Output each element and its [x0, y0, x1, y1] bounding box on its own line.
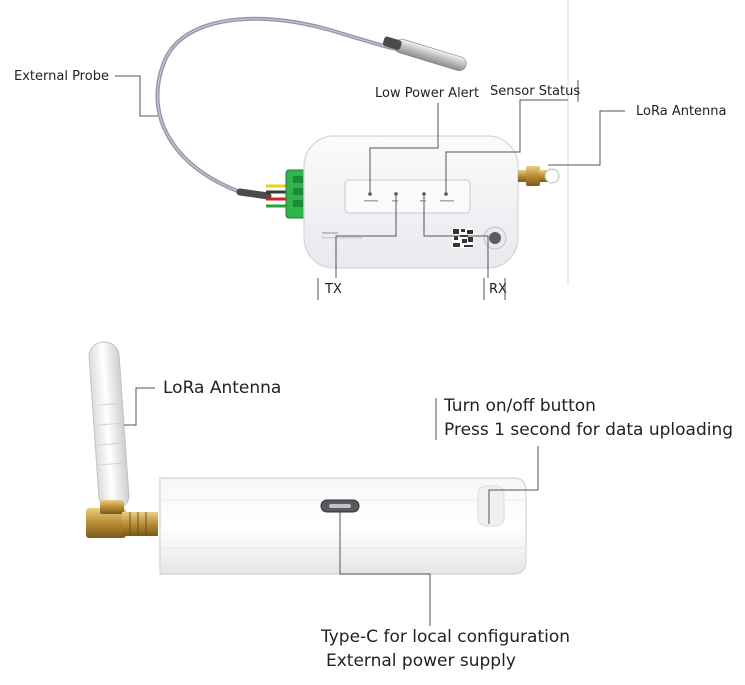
rx-label: RX [489, 282, 507, 297]
lora-antenna-bottom-label: LoRa Antenna [163, 378, 282, 398]
typec-label-line2: External power supply [326, 651, 516, 671]
temperature-probe [382, 36, 467, 71]
antenna-connector-top [518, 166, 560, 186]
led-panel [344, 179, 471, 214]
button-label-line1: Turn on/off button [444, 396, 596, 416]
tx-label: TX [325, 282, 342, 297]
rx-led [422, 192, 426, 196]
typec-label-line1: Type-C for local configuration [321, 627, 571, 647]
sensor-status-label: Sensor Status [490, 84, 581, 99]
side-button [477, 485, 505, 527]
sensor-led [444, 192, 448, 196]
leader-lines-bottom [124, 387, 539, 626]
bottom-device-body [159, 477, 527, 575]
antenna-connector-bottom [86, 500, 158, 538]
low-power-led [368, 192, 372, 196]
external-probe-label: External Probe [14, 69, 109, 84]
antenna-whip [88, 341, 130, 511]
lora-antenna-top-label: LoRa Antenna [636, 104, 727, 119]
low-power-alert-label: Low Power Alert [375, 86, 480, 101]
qr-code [452, 228, 474, 248]
terminal-block [285, 169, 309, 219]
leader-lines-top [115, 75, 625, 278]
button-label-line2: Press 1 second for data uploading [444, 420, 734, 440]
tx-led [394, 192, 398, 196]
